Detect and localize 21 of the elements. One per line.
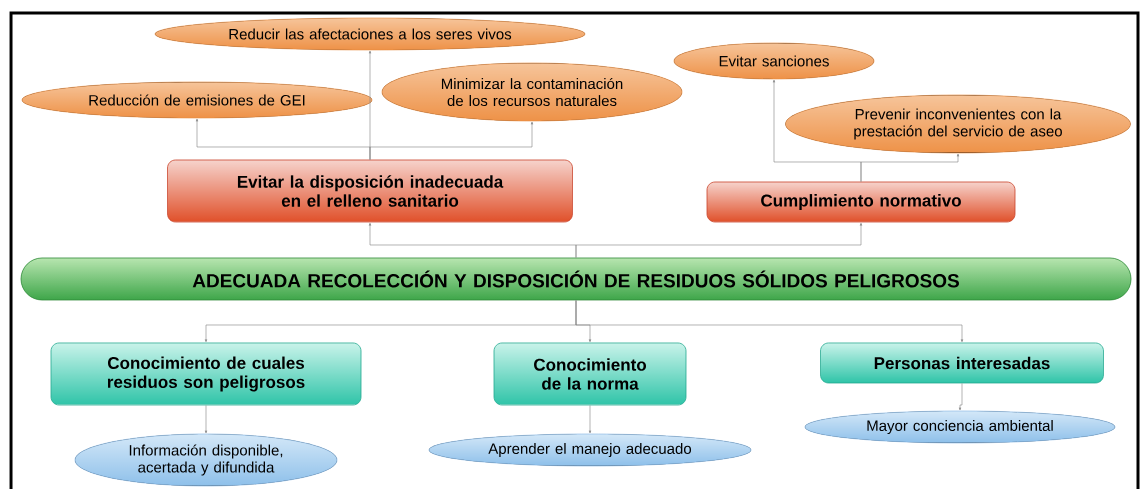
- oval-label: Mayor conciencia ambiental: [804, 410, 1116, 444]
- oval-label: Evitar sanciones: [673, 42, 875, 80]
- connector-arrow: [575, 300, 964, 343]
- oval-label: Reducción de emisiones de GEI: [21, 81, 373, 119]
- connector-arrow: [588, 405, 592, 434]
- rounded-box: Conocimiento de cuales residuos son peligrosos: [50, 342, 362, 406]
- rounded-box: Evitar la disposición inadecuada en el relleno sanitario: [167, 159, 573, 223]
- connector-arrow: [575, 222, 863, 258]
- title-banner: ADECUADA RECOLECCIÓN Y DISPOSICIÓN DE RESIDUOS SÓLIDOS PELIGROSOS: [20, 257, 1132, 301]
- oval-label: Información disponible, acertada y difundida: [74, 433, 338, 487]
- oval-label: Aprender el manejo adecuado: [428, 433, 752, 467]
- oval-label: Reducir las afectaciones a los seres vivos: [154, 17, 586, 51]
- connector-arrow: [369, 121, 534, 160]
- connector-arrow: [204, 405, 208, 434]
- rounded-box: Personas interesadas: [820, 342, 1104, 384]
- connector-arrow: [860, 153, 960, 182]
- connector-arrow: [958, 383, 963, 411]
- oval-label: Minimizar la contaminación de los recursos naturales: [381, 62, 683, 122]
- rounded-box: Conocimiento de la norma: [493, 342, 687, 406]
- oval-label: Prevenir inconvenientes con la prestación del servicio de aseo: [785, 94, 1131, 154]
- rounded-box: Cumplimiento normativo: [706, 181, 1016, 223]
